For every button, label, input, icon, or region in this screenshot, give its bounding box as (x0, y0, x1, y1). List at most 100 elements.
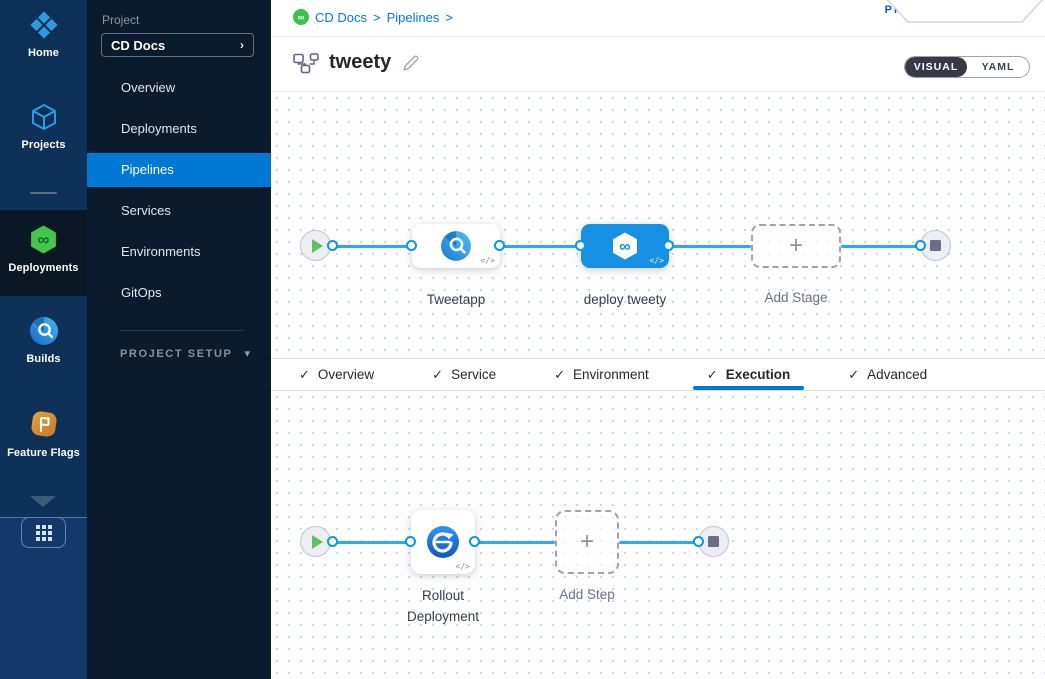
tab-advanced[interactable]: ✓ Advanced (848, 359, 927, 390)
toggle-yaml[interactable]: YAML (981, 61, 1015, 73)
tab-label: Execution (725, 367, 791, 382)
module-picker-button[interactable] (21, 517, 66, 548)
plus-icon: + (579, 528, 594, 555)
step-label: Rollout Deployment (406, 588, 480, 624)
build-stage-icon (441, 231, 471, 261)
stage-link (841, 245, 921, 248)
deploy-stage-icon: ∞ (613, 232, 637, 260)
stage-node-deploy-tweety[interactable]: ∞ </> (581, 224, 669, 268)
project-nav-list: Overview Deployments Pipelines Services … (87, 71, 271, 317)
sidebar-item-services[interactable]: Services (121, 203, 171, 218)
project-setup-toggle[interactable]: PROJECT SETUP ▾ (120, 347, 250, 361)
infinity-glyph: ∞ (298, 13, 305, 24)
connector-dot[interactable] (575, 240, 586, 251)
step-link (333, 541, 411, 544)
sidebar-item-environments[interactable]: Environments (121, 244, 201, 259)
connector-dot[interactable] (405, 536, 416, 547)
check-icon: ✓ (706, 366, 718, 382)
grid-icon (35, 524, 52, 541)
check-icon: ✓ (299, 366, 310, 382)
breadcrumb-project-link[interactable]: CD Docs (315, 9, 368, 25)
cd-infinity-icon: ∞ (31, 225, 56, 254)
sidebar-item-gitops[interactable]: GitOps (121, 285, 162, 300)
rail-collapse-chevron-icon[interactable] (30, 496, 56, 507)
rail-divider (30, 192, 57, 194)
module-rail: Home Projects ∞ Deployments Builds (0, 0, 87, 679)
cd-module-icon: ∞ (293, 9, 309, 25)
module-label: Projects (21, 139, 66, 151)
add-stage-button[interactable]: + (751, 224, 841, 268)
tab-label: Service (451, 367, 497, 382)
execution-canvas[interactable]: </> Rollout Deployment + Add Step (271, 391, 1045, 679)
pipeline-studio-badge (886, 0, 1044, 23)
connector-dot[interactable] (406, 240, 417, 251)
add-stage-label: Add Stage (764, 290, 828, 305)
connector-dot[interactable] (494, 240, 505, 251)
step-link (475, 541, 555, 544)
project-setup-label: PROJECT SETUP (120, 347, 233, 360)
module-projects[interactable]: Projects (0, 102, 87, 151)
breadcrumb-separator: > (373, 9, 381, 25)
tab-service[interactable]: ✓ Service (432, 359, 496, 390)
tab-label: Environment (573, 367, 649, 382)
project-name: CD Docs (111, 37, 166, 53)
infinity-glyph: ∞ (38, 230, 50, 249)
module-home[interactable]: Home (0, 10, 87, 59)
builds-icon (29, 317, 58, 345)
home-icon (30, 11, 57, 39)
add-step-button[interactable]: + (555, 510, 619, 574)
stop-icon (708, 536, 719, 547)
code-glyph: </> (480, 256, 495, 265)
add-step-label: Add Step (559, 587, 615, 602)
stop-icon (930, 240, 941, 251)
module-deployments[interactable]: ∞ Deployments (0, 210, 87, 296)
check-icon: ✓ (432, 366, 444, 382)
sidebar-divider (120, 330, 244, 331)
tab-label: Overview (317, 367, 375, 382)
module-label: Feature Flags (7, 447, 80, 459)
toggle-visual[interactable]: VISUAL (905, 57, 967, 77)
feature-flags-icon (30, 411, 57, 437)
infinity-glyph: ∞ (619, 239, 630, 256)
step-node-rollout-deployment[interactable]: </> (411, 510, 475, 574)
connector-dot[interactable] (469, 536, 480, 547)
projects-icon (31, 104, 56, 130)
stage-canvas[interactable]: </> Tweetapp ∞ </> deploy tweety + Add S… (271, 91, 1045, 358)
chevron-right-icon: › (240, 38, 244, 52)
tab-environment[interactable]: ✓ Environment (554, 359, 649, 390)
connector-dot[interactable] (693, 536, 704, 547)
module-builds[interactable]: Builds (0, 316, 87, 365)
stage-node-tweetapp[interactable]: </> (412, 224, 500, 268)
tab-execution[interactable]: ✓ Execution (692, 359, 805, 390)
module-feature-flags[interactable]: Feature Flags (0, 408, 87, 459)
stage-label: deploy tweety (583, 292, 667, 307)
stage-link (333, 245, 412, 248)
pipeline-studio-main: ∞ CD Docs > Pipelines > PIPELINE STUDIO … (271, 0, 1045, 679)
module-label: Home (28, 47, 59, 59)
pipeline-title: tweety (329, 51, 392, 73)
play-icon (312, 534, 323, 549)
code-glyph: </> (455, 562, 470, 571)
rail-bottom-section (0, 517, 87, 679)
chevron-down-icon: ▾ (244, 348, 250, 360)
breadcrumb: ∞ CD Docs > Pipelines > (293, 9, 453, 25)
tab-overview[interactable]: ✓ Overview (299, 359, 374, 390)
connector-dot[interactable] (327, 536, 338, 547)
connector-dot[interactable] (663, 240, 674, 251)
pipeline-graph-icon (293, 52, 319, 73)
check-icon: ✓ (554, 366, 565, 382)
sidebar-item-pipelines[interactable]: Pipelines (87, 153, 271, 187)
edit-pencil-icon[interactable] (401, 53, 421, 73)
breadcrumb-separator: > (445, 9, 453, 25)
connector-dot[interactable] (327, 240, 338, 251)
title-row: tweety VISUAL YAML (271, 38, 1045, 91)
project-selector[interactable]: CD Docs › (101, 33, 254, 57)
tab-label: Advanced (867, 367, 928, 382)
breadcrumb-pipelines-link[interactable]: Pipelines (386, 9, 440, 25)
connector-dot[interactable] (915, 240, 926, 251)
sidebar-item-deployments[interactable]: Deployments (121, 121, 197, 136)
project-section-label: Project (102, 13, 140, 27)
stage-link (669, 245, 751, 248)
check-icon: ✓ (848, 366, 860, 382)
sidebar-item-overview[interactable]: Overview (121, 80, 176, 95)
